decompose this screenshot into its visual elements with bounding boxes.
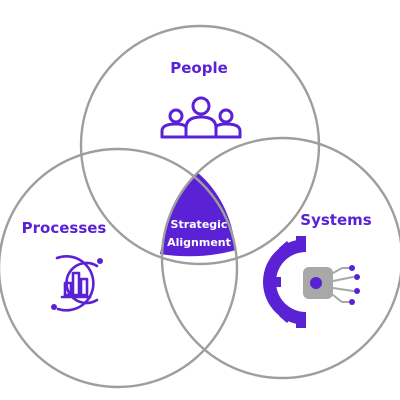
- label-systems: Systems: [300, 211, 371, 229]
- circle-processes: [0, 147, 239, 389]
- center-label-line1: Strategic: [171, 218, 228, 231]
- people-group-icon: [160, 96, 242, 139]
- label-people: People: [170, 59, 228, 77]
- center-intersection: [160, 172, 236, 257]
- circle-systems: [160, 136, 400, 380]
- label-processes: Processes: [22, 219, 107, 237]
- process-chart-icon: [51, 255, 103, 312]
- gear-circuit-icon: [263, 236, 360, 328]
- center-label-line2: Alignment: [167, 236, 231, 249]
